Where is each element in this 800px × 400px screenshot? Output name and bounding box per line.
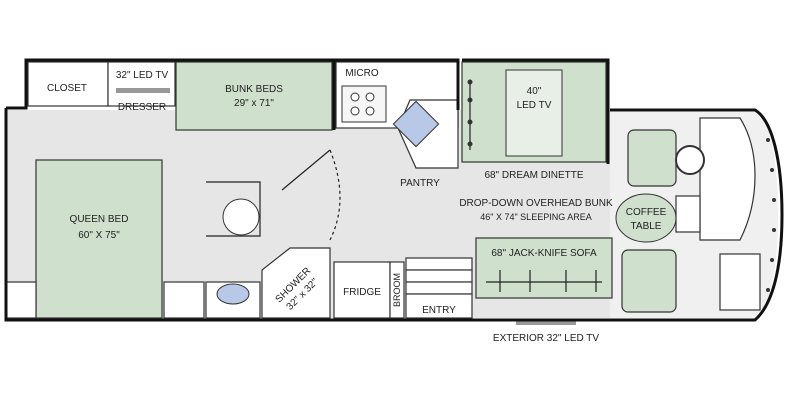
console [675, 195, 701, 233]
wardrobe-partition [206, 181, 261, 237]
dresser-label: DRESSER [118, 102, 166, 113]
dinette-button-2 [467, 97, 473, 103]
queen-size-label: 60" X 75" [78, 230, 120, 241]
dinette-button-3 [467, 119, 473, 125]
entry[interactable] [405, 293, 473, 319]
coffee-table-line2: TABLE [631, 221, 662, 232]
broom-label: BROOM [392, 273, 402, 307]
led-tv-40-line2: LED TV [517, 100, 552, 111]
broom-closet[interactable] [389, 261, 405, 319]
queen-bed-label: QUEEN BED [70, 214, 129, 225]
sofa-label: 68" JACK-KNIFE SOFA [491, 248, 597, 259]
bed-side-cabinet [163, 281, 205, 319]
steering-wheel-icon [675, 145, 705, 175]
overhead-bunk-label: DROP-DOWN OVERHEAD BUNK [459, 198, 613, 209]
exterior-wall [4, 108, 784, 322]
coffee-table-line1: COFFEE [626, 207, 667, 218]
cab-window-dot [770, 258, 774, 262]
burner-2 [365, 92, 375, 102]
burner-1 [350, 92, 360, 102]
exterior-tv [516, 320, 576, 325]
cab-window-dot [766, 138, 770, 142]
dinette-button-4 [467, 141, 473, 147]
burner-3 [350, 106, 360, 116]
sleeping-area-label: 46" X 74" SLEEPING AREA [480, 212, 591, 222]
tv-top [116, 88, 170, 93]
bunk-size-label: 29" x 71" [234, 98, 274, 109]
cab-window-dot [766, 288, 770, 292]
dresser[interactable] [107, 61, 176, 107]
entry-step-1 [405, 257, 473, 271]
pantry-label: PANTRY [400, 178, 440, 189]
shower[interactable] [261, 247, 331, 319]
bunk-beds-label: BUNK BEDS [225, 84, 283, 95]
coffee-table[interactable] [615, 193, 677, 243]
rear-nightstand [5, 281, 37, 319]
bath-sink-icon [222, 198, 260, 236]
cab-window-dot [772, 198, 776, 202]
dream-dinette-label: 68" DREAM DINETTE [484, 170, 583, 181]
micro-label: MICRO [345, 68, 379, 79]
bath-door-swing [329, 149, 341, 241]
cab-seat-top[interactable] [627, 129, 677, 187]
jack-knife-sofa[interactable] [475, 237, 613, 299]
microwave-cooktop [341, 85, 387, 123]
toilet-icon [216, 283, 250, 305]
bath-door [281, 149, 331, 191]
led-tv-top-label: 32" LED TV [116, 70, 169, 81]
slide-walls [6, 58, 610, 164]
cab-window-dot [770, 168, 774, 172]
closet-label: CLOSET [47, 83, 87, 94]
entry-step-3 [405, 281, 473, 295]
entry-label: ENTRY [422, 305, 456, 316]
cab-window-dot [772, 228, 776, 232]
fridge[interactable] [333, 261, 391, 319]
led-tv-40-line1: 40" [527, 86, 542, 97]
cab-seat-bottom[interactable] [621, 249, 677, 313]
burner-4 [365, 106, 375, 116]
driver-seat [699, 117, 756, 241]
dinette-table [505, 69, 563, 157]
passenger-seat [719, 253, 761, 311]
fridge-label: FRIDGE [343, 287, 381, 298]
queen-bed[interactable] [35, 159, 163, 319]
closet[interactable] [27, 61, 109, 107]
entry-step-2 [405, 269, 473, 283]
sink-icon [392, 100, 440, 148]
exterior-tv-label: EXTERIOR 32" LED TV [493, 333, 600, 344]
bunk-beds[interactable] [175, 61, 333, 131]
dinette-button-1 [467, 79, 473, 85]
